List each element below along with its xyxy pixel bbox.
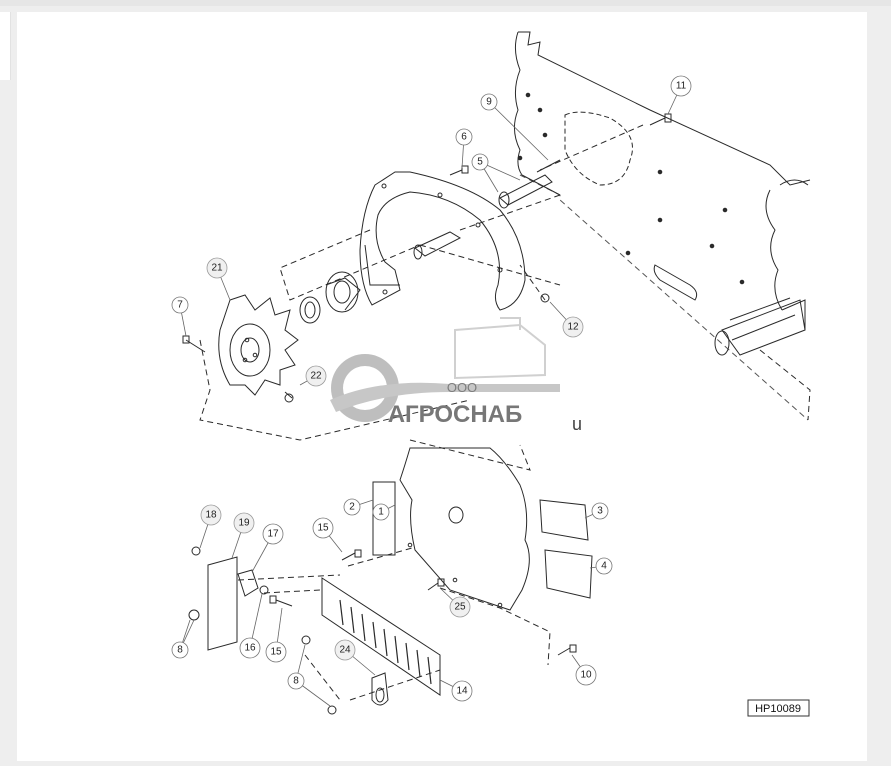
callout: 7: [171, 296, 189, 314]
callout: 3: [591, 502, 609, 520]
drive-shaft: [499, 174, 553, 206]
engine-block: [514, 31, 811, 421]
svg-text:19: 19: [238, 518, 250, 529]
callout: 8: [287, 672, 305, 690]
callout: 18: [200, 504, 222, 526]
svg-text:5: 5: [477, 157, 483, 168]
callout: 12: [562, 316, 584, 338]
svg-text:1: 1: [378, 507, 384, 518]
svg-text:16: 16: [244, 643, 256, 654]
callout: 25: [449, 596, 471, 618]
bolts-lower: [188, 546, 577, 715]
left-panel-edge: [0, 12, 11, 80]
cover-plate: [399, 447, 530, 611]
callout: 21: [206, 257, 228, 279]
assembly-guide-lines-upper: [199, 124, 644, 471]
svg-text:14: 14: [456, 686, 468, 697]
svg-text:2: 2: [349, 502, 355, 513]
reference-code-box: HP10089: [747, 699, 810, 717]
svg-text:21: 21: [211, 263, 223, 274]
callout: 15: [265, 641, 287, 663]
callout: 2: [343, 498, 361, 516]
latch: [371, 672, 389, 706]
flywheel-housing: [359, 171, 526, 311]
callout: 15: [312, 517, 334, 539]
callout: 1: [372, 503, 390, 521]
svg-text:25: 25: [454, 602, 466, 613]
callout: 5: [471, 153, 489, 171]
svg-text:22: 22: [310, 371, 322, 382]
grille-plate: [321, 577, 441, 696]
svg-text:15: 15: [270, 647, 282, 658]
callout: 9: [480, 93, 498, 111]
callout: 10: [575, 664, 597, 686]
callout: 11: [670, 75, 692, 97]
svg-text:6: 6: [461, 132, 467, 143]
watermark-suffix: u: [572, 414, 582, 434]
svg-text:15: 15: [317, 523, 329, 534]
watermark-company-name: АГРОСНАБ: [388, 401, 523, 428]
svg-text:24: 24: [339, 645, 351, 656]
svg-text:8: 8: [293, 676, 299, 687]
leader-lines: [179, 85, 682, 707]
svg-text:7: 7: [177, 300, 183, 311]
svg-text:8: 8: [177, 645, 183, 656]
watermark-company-prefix: ООО: [447, 380, 477, 395]
cover-plate-3: [539, 499, 589, 541]
seal-and-bearing: [299, 271, 361, 324]
callout: 8: [171, 641, 189, 659]
cover-plate-4: [544, 549, 593, 599]
side-plate: [207, 556, 238, 651]
diagram-card: ООО АГРОСНАБ u 1 2 3 4 5 6 7 8 8 9 10 11…: [17, 12, 867, 761]
callout: 6: [455, 128, 473, 146]
svg-text:10: 10: [580, 670, 592, 681]
callout: 19: [233, 512, 255, 534]
callout: 4: [595, 557, 613, 575]
top-bar: [0, 0, 891, 6]
watermark-logo: ООО АГРОСНАБ u: [330, 317, 582, 434]
bolts-upper: [182, 113, 672, 403]
svg-text:18: 18: [205, 510, 217, 521]
gasket: [372, 481, 396, 556]
svg-text:12: 12: [567, 322, 579, 333]
svg-text:9: 9: [486, 97, 492, 108]
svg-text:17: 17: [267, 529, 279, 540]
callout-group: 1 2 3 4 5 6 7 8 8 9 10 11 12 14 15 15 16…: [171, 75, 692, 702]
cooling-fan: [218, 294, 299, 396]
svg-text:4: 4: [601, 561, 607, 572]
assembly-guide-lines-lower: [237, 547, 551, 701]
callout: 17: [262, 523, 284, 545]
svg-text:11: 11: [676, 81, 687, 92]
callout: 24: [334, 639, 356, 661]
callout: 14: [451, 680, 473, 702]
bracket: [237, 569, 259, 597]
exploded-parts-diagram: ООО АГРОСНАБ u 1 2 3 4 5 6 7 8 8 9 10 11…: [171, 31, 811, 717]
svg-text:3: 3: [597, 506, 603, 517]
callout: 22: [305, 365, 327, 387]
reference-code: HP10089: [755, 703, 801, 715]
callout: 16: [239, 637, 261, 659]
